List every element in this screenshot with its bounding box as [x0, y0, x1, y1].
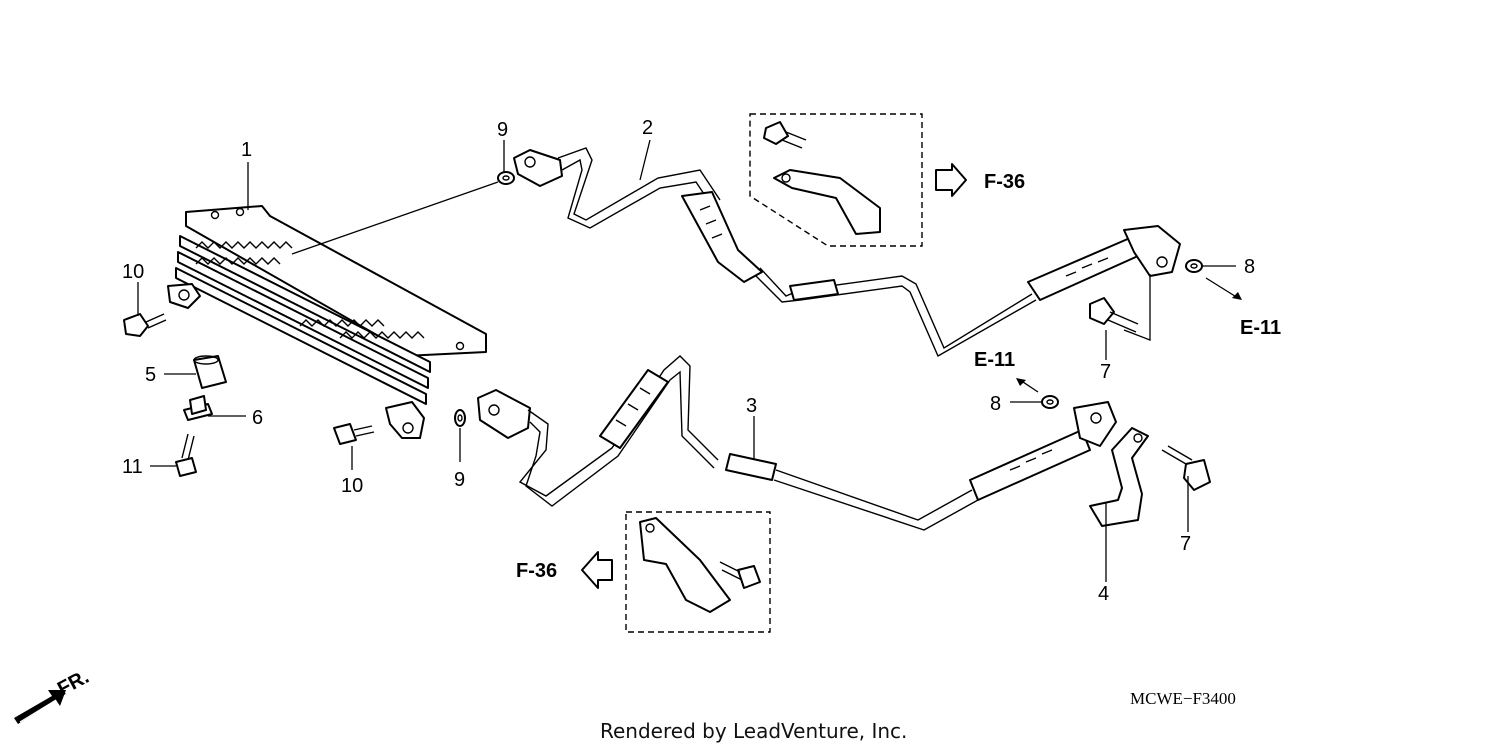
bolt-7-lower	[1161, 445, 1211, 491]
callout-5: 5	[145, 364, 156, 386]
ref-f36-top[interactable]: F-36	[984, 171, 1025, 193]
inset-box-top	[749, 113, 923, 247]
oil-pipe-upper	[513, 147, 1181, 357]
bolt-10-upper	[123, 313, 167, 337]
bolt-7-upper	[1089, 297, 1139, 333]
callout-4: 4	[1098, 583, 1109, 605]
washer-9-lower	[454, 409, 466, 427]
arrow-head-icon	[1232, 292, 1242, 300]
arrow-head-icon	[1016, 378, 1026, 386]
ref-f36-bottom[interactable]: F-36	[516, 560, 557, 582]
callout-10-upper: 10	[122, 261, 144, 283]
hose-clamp-bracket	[1089, 427, 1149, 527]
washer-8-lower	[1041, 395, 1059, 409]
callout-9-lower: 9	[454, 469, 465, 491]
credit-line: Rendered by LeadVenture, Inc.	[600, 719, 907, 743]
callout-9-upper: 9	[497, 119, 508, 141]
callout-7-upper: 7	[1100, 361, 1111, 383]
callout-7-lower: 7	[1180, 533, 1191, 555]
arrow-right-icon	[935, 163, 967, 197]
callout-8-lower: 8	[990, 393, 1001, 415]
bolt-11	[175, 433, 197, 477]
callout-11: 11	[122, 456, 143, 478]
diagram-code: MCWE−F3400	[1130, 689, 1236, 708]
washer-9-upper	[497, 171, 515, 185]
inset-box-bottom	[625, 511, 771, 633]
bolt-10-lower	[333, 423, 375, 445]
callout-10-lower: 10	[341, 475, 363, 497]
leader-lines	[137, 139, 1239, 582]
arrow-left-icon	[581, 551, 613, 589]
collar-6	[183, 395, 213, 421]
ref-e11-center[interactable]: E-11	[974, 349, 1015, 371]
grommet-5	[193, 355, 227, 389]
callout-2: 2	[642, 117, 653, 139]
front-direction-marker: FR.	[14, 666, 93, 724]
washer-8-upper	[1185, 259, 1203, 273]
callout-3: 3	[746, 395, 757, 417]
callout-1: 1	[241, 139, 252, 161]
oil-cooler	[167, 205, 487, 439]
oil-pipe-lower	[477, 355, 1117, 531]
callout-8-upper: 8	[1244, 256, 1255, 278]
ref-e11-right[interactable]: E-11	[1240, 317, 1281, 339]
callout-6: 6	[252, 407, 263, 429]
